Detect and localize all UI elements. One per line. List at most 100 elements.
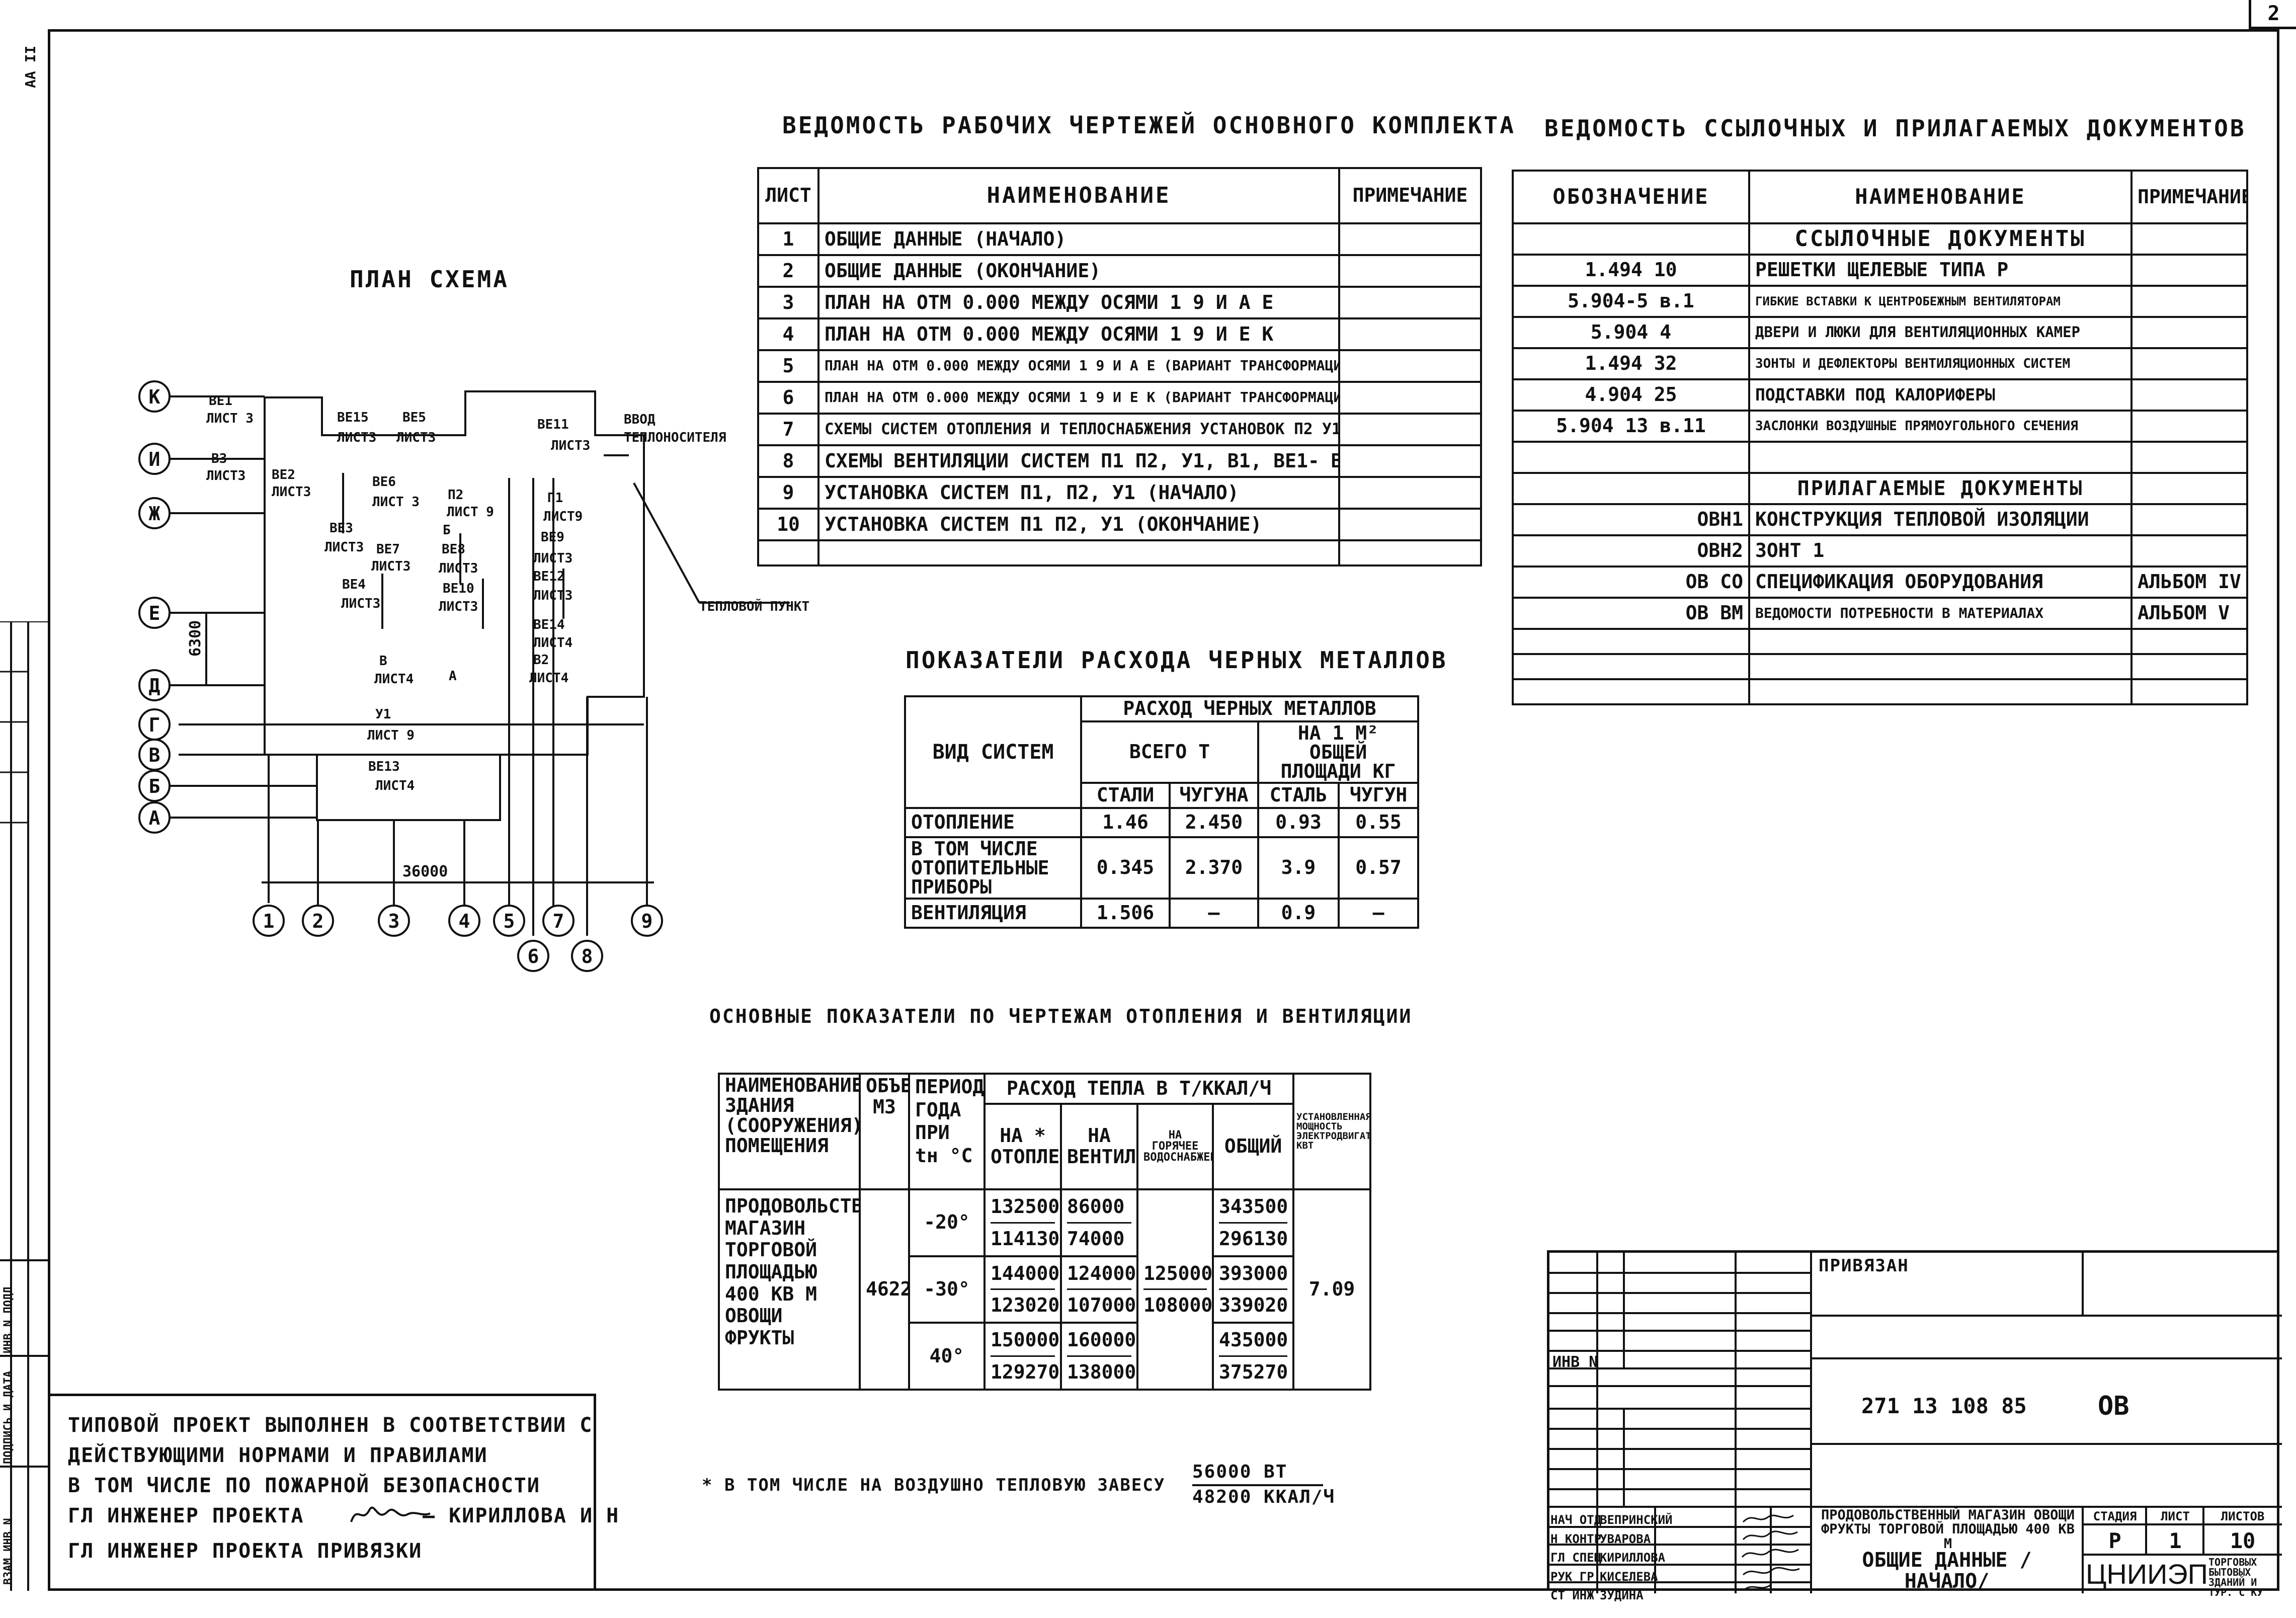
signature-image bbox=[350, 1506, 431, 1522]
cell: 0.57 bbox=[1337, 836, 1420, 900]
cell: АЛЬБОМ IV bbox=[2130, 565, 2248, 599]
cell bbox=[2130, 347, 2248, 380]
cell: ЗАСЛОНКИ ВОЗДУШНЫЕ ПРЯМОУГОЛЬНОГО СЕЧЕНИ… bbox=[1748, 410, 2133, 443]
cell: РЕШЕТКИ ЩЕЛЕВЫЕ ТИПА Р bbox=[1748, 254, 2133, 287]
side-strip-grid bbox=[0, 620, 48, 1591]
plan-label: ВЕ1 bbox=[209, 393, 232, 409]
heat-footnote-top: 56000 ВТ bbox=[1192, 1462, 1288, 1482]
product-name: ПРОДОВОЛЬСТВЕННЫЙ МАГАЗИН ОВОЩИ ФРУКТЫ Т… bbox=[1821, 1507, 2075, 1552]
heat-period: -20° bbox=[908, 1188, 986, 1257]
cell bbox=[1338, 381, 1482, 415]
heat-period: -30° bbox=[908, 1255, 986, 1324]
heat-header-heating: НА * ОТОПЛЕНИЕ bbox=[983, 1103, 1062, 1190]
plan-label: ВЕ12 bbox=[533, 569, 565, 584]
heat-value: 435000 bbox=[1219, 1329, 1288, 1351]
heat-header-total: ОБЩИЙ bbox=[1211, 1103, 1295, 1190]
statement-box bbox=[48, 1394, 596, 1591]
plan-label: ЛИСТ3 bbox=[533, 551, 572, 566]
cell bbox=[1338, 317, 1482, 351]
corner-mark: АА II bbox=[22, 45, 39, 88]
cell: АЛЬБОМ V bbox=[2130, 597, 2248, 630]
heat-header-group: РАСХОД ТЕПЛА В Т/ККАЛ/Ч bbox=[983, 1073, 1295, 1105]
cell: ПОДСТАВКИ ПОД КАЛОРИФЕРЫ bbox=[1748, 378, 2133, 412]
heat-value: 107000 bbox=[1067, 1288, 1135, 1321]
side-strip: ВЗАМ ИНВ N ПОДПИСЬ И ДАТА ИНВ N ПОДЛ bbox=[0, 620, 48, 1591]
cell: ПЛАН НА ОТМ 0.000 МЕЖДУ ОСЯМИ 1 9 И А Е bbox=[817, 286, 1340, 319]
cell: 2.370 bbox=[1169, 836, 1259, 900]
heat-value: 375270 bbox=[1219, 1355, 1288, 1388]
cell: 0.93 bbox=[1257, 806, 1340, 838]
person-role: СТ ИНЖ bbox=[1550, 1588, 1594, 1602]
dimension-width: 36000 bbox=[402, 863, 448, 880]
plan-label: П1 bbox=[547, 491, 563, 506]
plan-label: ВЕ7 bbox=[376, 542, 400, 557]
heat-table: НАИМЕНОВАНИЕ ЗДАНИЯ (СООРУЖЕНИЯ) ПОМЕЩЕН… bbox=[718, 1073, 1372, 1391]
person-name: ВЕПРИНСКИЙ bbox=[1600, 1513, 1673, 1527]
drawings-title: ВЕДОМОСТЬ РАБОЧИХ ЧЕРТЕЖЕЙ ОСНОВНОГО КОМ… bbox=[782, 112, 1516, 139]
grid-row-label: Д bbox=[149, 675, 160, 697]
heat-power: 7.09 bbox=[1292, 1188, 1372, 1391]
plan-label: ЛИСТ4 bbox=[533, 635, 572, 651]
cell: 5.904 13 в.11 bbox=[1512, 410, 1750, 443]
grid-col-label: 1 bbox=[263, 910, 275, 932]
cell: 4 bbox=[757, 317, 819, 351]
person-role: ГЛ СПЕЦ bbox=[1550, 1551, 1602, 1565]
cell bbox=[1512, 628, 1750, 655]
project-code: 271 13 108 85 bbox=[1861, 1394, 2027, 1418]
binding-engineer-label: ГЛ ИНЖЕНЕР ПРОЕКТА ПРИВЯЗКИ bbox=[68, 1540, 423, 1563]
metal-header-kind: ВИД СИСТЕМ bbox=[904, 695, 1082, 809]
table-row bbox=[757, 539, 1482, 567]
metal-header-total: ВСЕГО Т bbox=[1080, 720, 1259, 784]
plan-label: ЛИСТ4 bbox=[375, 778, 415, 793]
plan-title: ПЛАН СХЕМА bbox=[350, 266, 509, 293]
plan-label: ЛИСТ3 bbox=[371, 559, 411, 574]
references-title: ВЕДОМОСТЬ ССЫЛОЧНЫХ И ПРИЛАГАЕМЫХ ДОКУМЕ… bbox=[1544, 115, 2246, 142]
cell: ПЛАН НА ОТМ 0.000 МЕЖДУ ОСЯМИ 1 9 И А Е … bbox=[817, 349, 1340, 383]
plan-label: ЛИСТ3 bbox=[551, 438, 590, 453]
heat-value: 108000 bbox=[1143, 1288, 1211, 1321]
metal-header-group: РАСХОД ЧЕРНЫХ МЕТАЛЛОВ bbox=[1080, 695, 1420, 722]
heat-header-hotwater: НА ГОРЯЧЕЕ ВОДОСНАБЖЕНИЕ bbox=[1136, 1103, 1214, 1190]
heat-value: 114130 bbox=[991, 1222, 1059, 1254]
grid-row-label: К bbox=[149, 386, 160, 408]
cell: 8 bbox=[757, 444, 819, 478]
heat-value: 144000 bbox=[991, 1262, 1060, 1284]
cell bbox=[2130, 285, 2248, 318]
cell: ОВ ВМ bbox=[1512, 597, 1750, 630]
grid-row-label: Ж bbox=[149, 503, 160, 525]
sheets-value: 10 bbox=[2230, 1528, 2256, 1553]
cell bbox=[1512, 653, 1750, 680]
heat-header-name: НАИМЕНОВАНИЕ ЗДАНИЯ (СООРУЖЕНИЯ) ПОМЕЩЕН… bbox=[718, 1073, 861, 1190]
cell: В ТОМ ЧИСЛЕ ОТОПИТЕЛЬНЫЕ ПРИБОРЫ bbox=[904, 836, 1082, 900]
cell: ДВЕРИ И ЛЮКИ ДЛЯ ВЕНТИЛЯЦИОННЫХ КАМЕР bbox=[1748, 316, 2133, 349]
cell: СПЕЦИФИКАЦИЯ ОБОРУДОВАНИЯ bbox=[1748, 565, 2133, 599]
plan-label: А bbox=[449, 669, 457, 684]
metal-subheader: СТАЛЬ bbox=[1257, 781, 1340, 809]
cell: 6 bbox=[757, 381, 819, 415]
page-number: 2 bbox=[2249, 0, 2296, 29]
cell: 9 bbox=[757, 476, 819, 510]
heat-value: 160000 bbox=[1067, 1329, 1136, 1351]
heat-building: ПРОДОВОЛЬСТВЕННЫЙ МАГАЗИН ТОРГОВОЙ ПЛОЩА… bbox=[718, 1188, 861, 1391]
cell: 5 bbox=[757, 349, 819, 383]
org-logo: ЦНИИЭП bbox=[2086, 1558, 2208, 1590]
table-row bbox=[1512, 441, 2248, 474]
cell bbox=[1338, 222, 1482, 256]
heat-volume: 4622.6 bbox=[859, 1188, 910, 1391]
sheets-header: ЛИСТОВ bbox=[2221, 1509, 2265, 1523]
cell bbox=[1748, 441, 2133, 474]
grid-row-label: Е bbox=[149, 602, 160, 624]
cell: 0.9 bbox=[1257, 897, 1340, 929]
person-role: РУК ГР bbox=[1550, 1569, 1594, 1584]
plan-label: ТЕПЛОВОЙ ПУНКТ bbox=[699, 598, 809, 614]
